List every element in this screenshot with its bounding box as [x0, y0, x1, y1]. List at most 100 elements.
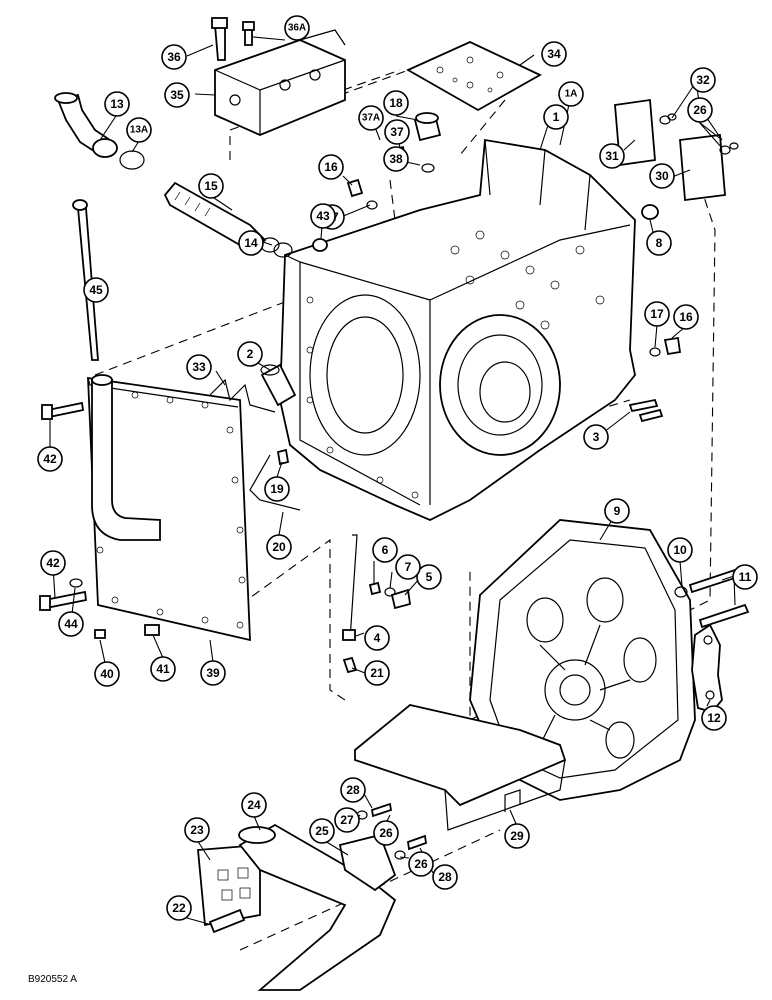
svg-text:14: 14 [244, 236, 258, 250]
svg-text:36A: 36A [288, 23, 306, 34]
callout-28-lower: 28 [432, 864, 458, 890]
callout-10: 10 [667, 537, 693, 563]
callout-39: 39 [200, 660, 226, 686]
svg-text:5: 5 [426, 570, 433, 584]
svg-text:16: 16 [679, 310, 693, 324]
callout-45: 45 [83, 277, 109, 303]
callout-16-top: 16 [318, 154, 344, 180]
svg-text:26: 26 [414, 857, 428, 871]
callout-42-upper: 42 [37, 446, 63, 472]
callout-7: 7 [395, 554, 421, 580]
callout-15: 15 [198, 173, 224, 199]
svg-text:28: 28 [346, 783, 360, 797]
mounting-bracket [691, 623, 723, 714]
svg-text:30: 30 [655, 169, 669, 183]
callout-32: 32 [690, 67, 716, 93]
svg-text:1: 1 [553, 110, 560, 124]
svg-text:37A: 37A [362, 113, 380, 124]
callout-33: 33 [186, 354, 212, 380]
svg-text:26: 26 [379, 826, 393, 840]
callout-40: 40 [94, 661, 120, 687]
svg-text:11: 11 [739, 570, 752, 584]
callout-2: 2 [237, 341, 263, 367]
svg-text:33: 33 [192, 360, 206, 374]
callout-17-right: 17 [644, 301, 670, 327]
callout-12: 12 [701, 705, 727, 731]
callout-37: 37 [384, 119, 410, 145]
callout-36: 36 [161, 44, 187, 70]
svg-text:38: 38 [389, 152, 403, 166]
callout-1: 1 [543, 104, 569, 130]
callout-13a: 13A [126, 117, 152, 143]
svg-text:20: 20 [272, 540, 286, 554]
svg-text:23: 23 [190, 823, 204, 837]
callout-29: 29 [504, 823, 530, 849]
callout-26-lower-left: 26 [373, 820, 399, 846]
callout-25: 25 [309, 818, 335, 844]
shield [354, 704, 567, 831]
callout-3: 3 [583, 424, 609, 450]
svg-text:36: 36 [167, 50, 181, 64]
lower-bracket [197, 844, 261, 927]
callout-21: 21 [364, 660, 390, 686]
svg-text:17: 17 [650, 307, 664, 321]
svg-text:15: 15 [204, 179, 218, 193]
svg-text:6: 6 [382, 543, 389, 557]
svg-text:9: 9 [614, 504, 621, 518]
svg-text:12: 12 [707, 711, 721, 725]
callout-14: 14 [238, 230, 264, 256]
svg-text:26: 26 [693, 103, 707, 117]
svg-text:45: 45 [89, 283, 103, 297]
svg-text:41: 41 [156, 662, 170, 676]
svg-text:7: 7 [405, 560, 412, 574]
svg-text:25: 25 [315, 824, 329, 838]
svg-text:35: 35 [170, 88, 184, 102]
svg-text:3: 3 [593, 430, 600, 444]
svg-text:16: 16 [324, 160, 338, 174]
callout-8: 8 [646, 230, 672, 256]
svg-text:1A: 1A [565, 89, 578, 100]
svg-text:8: 8 [656, 236, 663, 250]
callout-38: 38 [383, 146, 409, 172]
callout-6: 6 [372, 537, 398, 563]
svg-text:39: 39 [206, 666, 220, 680]
callout-5: 5 [416, 564, 442, 590]
svg-text:34: 34 [547, 47, 561, 61]
svg-text:28: 28 [438, 870, 452, 884]
svg-text:42: 42 [46, 556, 60, 570]
svg-text:31: 31 [605, 149, 619, 163]
svg-text:29: 29 [510, 829, 524, 843]
callout-1a: 1A [558, 81, 584, 107]
svg-text:43: 43 [316, 209, 330, 223]
svg-text:42: 42 [43, 452, 57, 466]
svg-text:44: 44 [64, 617, 78, 631]
svg-text:21: 21 [370, 666, 384, 680]
callout-9: 9 [604, 498, 630, 524]
svg-text:19: 19 [270, 482, 284, 496]
callout-37a: 37A [358, 105, 384, 131]
svg-text:24: 24 [247, 798, 261, 812]
svg-text:27: 27 [340, 813, 354, 827]
callout-20: 20 [266, 534, 292, 560]
callout-34: 34 [541, 41, 567, 67]
callout-35: 35 [164, 82, 190, 108]
callout-27: 27 [334, 807, 360, 833]
callout-16-right: 16 [673, 304, 699, 330]
callout-26-lower-right: 26 [408, 851, 434, 877]
svg-text:37: 37 [390, 125, 404, 139]
callout-43: 43 [310, 203, 336, 229]
svg-text:2: 2 [247, 347, 254, 361]
callout-30: 30 [649, 163, 675, 189]
callout-18: 18 [383, 90, 409, 116]
callout-44: 44 [58, 611, 84, 637]
svg-text:22: 22 [172, 901, 186, 915]
top-cover [214, 29, 346, 136]
filler-tube [91, 374, 161, 541]
callout-28-upper: 28 [340, 777, 366, 803]
callout-4: 4 [364, 625, 390, 651]
transmission-housing [279, 138, 636, 521]
callout-42-lower: 42 [40, 550, 66, 576]
callout-13: 13 [104, 91, 130, 117]
callout-26-upper-right: 26 [687, 97, 713, 123]
